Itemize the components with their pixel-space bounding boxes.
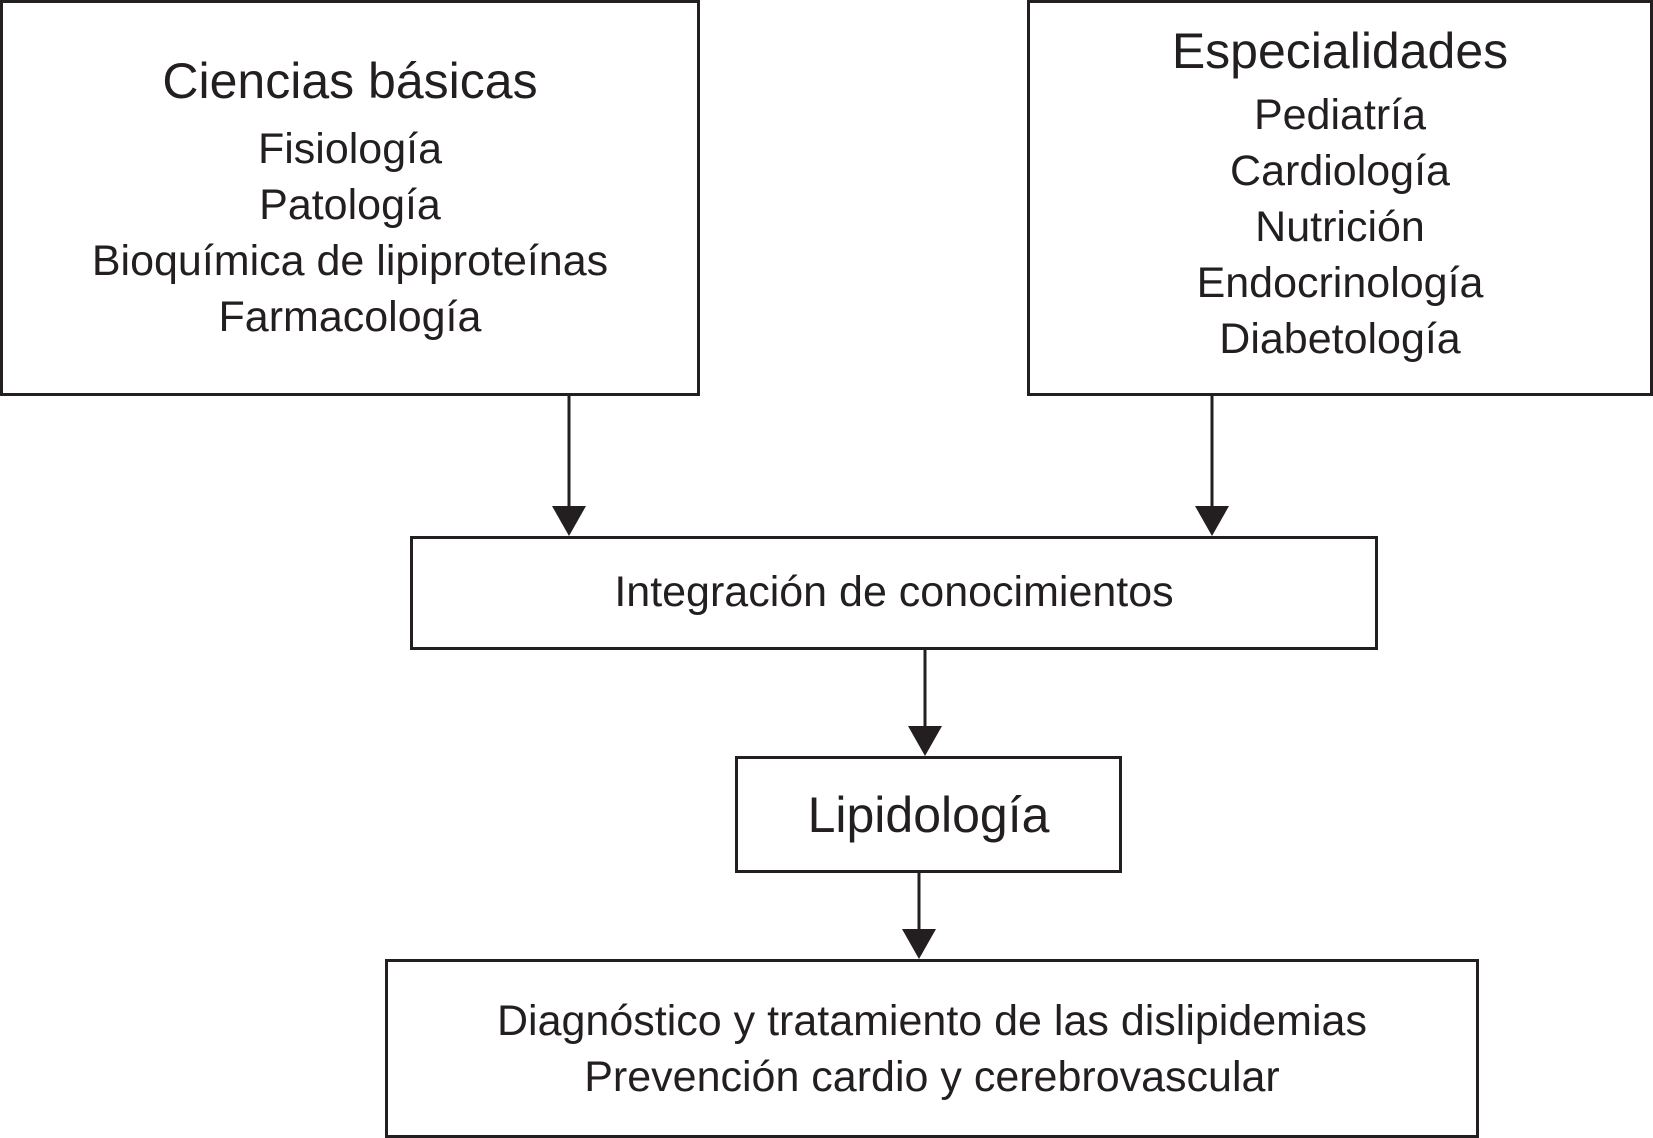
specialties-item: Cardiología [1230,147,1450,195]
basic-sciences-box: Ciencias básicas Fisiología Patología Bi… [0,0,700,396]
specialties-item: Endocrinología [1196,259,1484,307]
basic-sciences-item: Bioquímica de lipiproteínas [91,237,609,285]
lipidology-box: Lipidología [735,756,1122,873]
basic-sciences-list: Fisiología Patología Bioquímica de lipip… [92,121,608,345]
specialties-item: Nutrición [1255,203,1425,251]
arrow-basic-to-integration [552,396,586,536]
lipidology-label: Lipidología [807,786,1050,843]
basic-sciences-item: Fisiología [257,125,442,173]
outcome-line: Prevención cardio y cerebrovascular [584,1052,1280,1101]
integration-box: Integración de conocimientos [410,536,1378,650]
outcome-line: Diagnóstico y tratamiento de las dislipi… [497,996,1367,1045]
specialties-list: Pediatría Cardiología Nutrición Endocrin… [1197,87,1484,367]
arrow-specialties-to-integration [1195,396,1229,536]
basic-sciences-title: Ciencias básicas [162,53,538,109]
arrow-integration-to-lipidology [908,650,942,756]
specialties-box: Especialidades Pediatría Cardiología Nut… [1027,0,1653,396]
basic-sciences-item: Patología [259,181,441,229]
outcome-box: Diagnóstico y tratamiento de las dislipi… [385,959,1479,1138]
basic-sciences-item: Farmacología [218,293,482,341]
specialties-title: Especialidades [1171,23,1509,79]
integration-label: Integración de conocimientos [614,568,1174,617]
specialties-item: Diabetología [1219,315,1461,363]
arrow-lipidology-to-outcome [902,873,936,959]
outcome-list: Diagnóstico y tratamiento de las dislipi… [497,993,1367,1105]
specialties-item: Pediatría [1253,91,1427,139]
